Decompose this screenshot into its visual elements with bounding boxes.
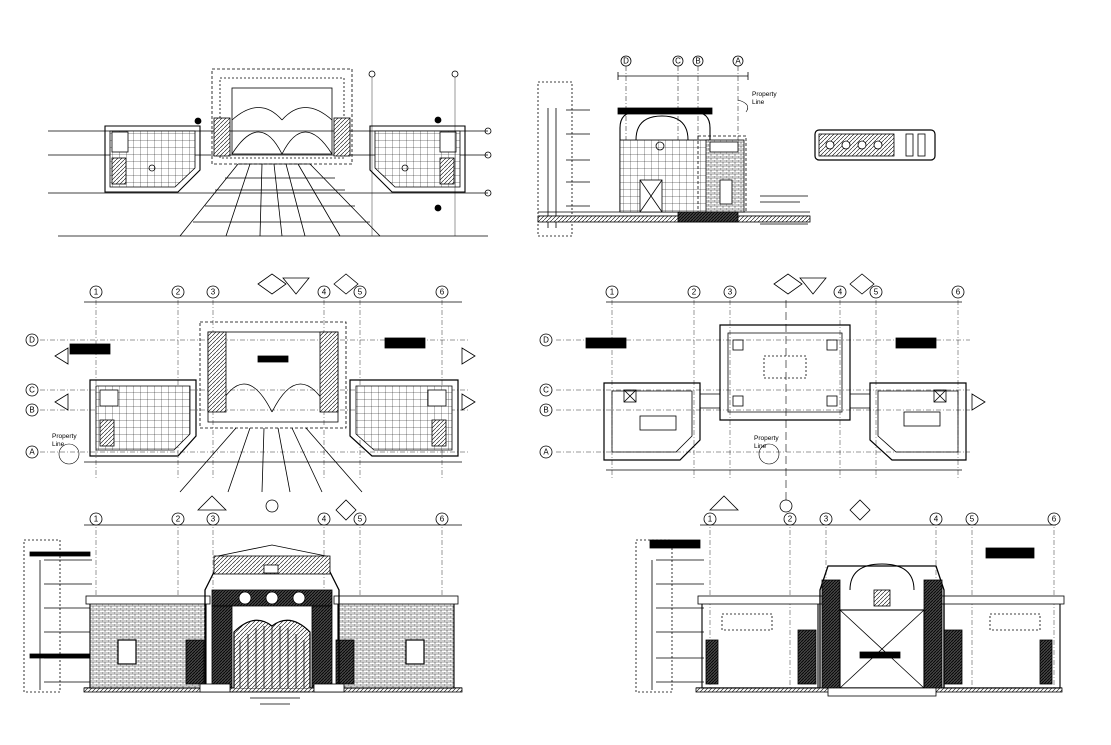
roof-grid-3: 3 xyxy=(728,288,733,297)
rear-elev-grid-4: 4 xyxy=(934,515,939,524)
roof-grid-d: D xyxy=(543,336,549,345)
front-elev-grid-2: 2 xyxy=(176,515,181,524)
property-line-label-section-2: Line xyxy=(752,99,765,106)
plan-grid-c: C xyxy=(29,386,35,395)
plan-grid-6: 6 xyxy=(440,288,445,297)
ground-floor-plan xyxy=(40,273,476,493)
roof-grid-1: 1 xyxy=(610,288,615,297)
roof-plan-outline xyxy=(556,273,986,500)
section-grid-b: B xyxy=(695,57,700,66)
property-line-label-plan-1: Property xyxy=(52,433,77,440)
front-elev-grid-5: 5 xyxy=(358,515,363,524)
section-grid-c: C xyxy=(675,57,681,66)
plan-grid-1: 1 xyxy=(94,288,99,297)
roof-plan-drawing xyxy=(48,68,492,237)
property-line-label-plan-2: Line xyxy=(52,441,65,448)
rear-elev-grid-5: 5 xyxy=(970,515,975,524)
plan-grid-a: A xyxy=(29,448,35,457)
rear-elevation-drawing xyxy=(635,495,1065,697)
section-grid-a: A xyxy=(735,57,741,66)
roof-grid-4: 4 xyxy=(838,288,843,297)
rear-elev-grid-3: 3 xyxy=(824,515,829,524)
roof-grid-5: 5 xyxy=(874,288,879,297)
roof-grid-b: B xyxy=(543,406,548,415)
rear-elev-grid-6: 6 xyxy=(1052,515,1057,524)
front-elev-grid-6: 6 xyxy=(440,515,445,524)
front-elev-grid-4: 4 xyxy=(322,515,327,524)
roof-grid-6: 6 xyxy=(956,288,961,297)
gate-panel-detail xyxy=(814,129,936,161)
front-elevation-drawing xyxy=(23,495,463,705)
roof-grid-c: C xyxy=(543,386,549,395)
plan-grid-4: 4 xyxy=(322,288,327,297)
property-line-label-section-1: Property xyxy=(752,91,777,98)
plan-grid-b: B xyxy=(29,406,34,415)
roof-grid-a: A xyxy=(543,448,549,457)
rear-elev-grid-2: 2 xyxy=(788,515,793,524)
front-elev-grid-3: 3 xyxy=(211,515,216,524)
roof-grid-2: 2 xyxy=(692,288,697,297)
plan-grid-3: 3 xyxy=(211,288,216,297)
section-drawing xyxy=(537,55,811,237)
plan-grid-2: 2 xyxy=(176,288,181,297)
rear-elev-grid-1: 1 xyxy=(708,515,713,524)
property-line-label-roof-2: Line xyxy=(754,443,767,450)
plan-grid-5: 5 xyxy=(358,288,363,297)
property-line-label-roof-1: Property xyxy=(754,435,779,442)
front-elev-grid-1: 1 xyxy=(94,515,99,524)
section-grid-d: D xyxy=(623,57,629,66)
plan-grid-d: D xyxy=(29,336,35,345)
